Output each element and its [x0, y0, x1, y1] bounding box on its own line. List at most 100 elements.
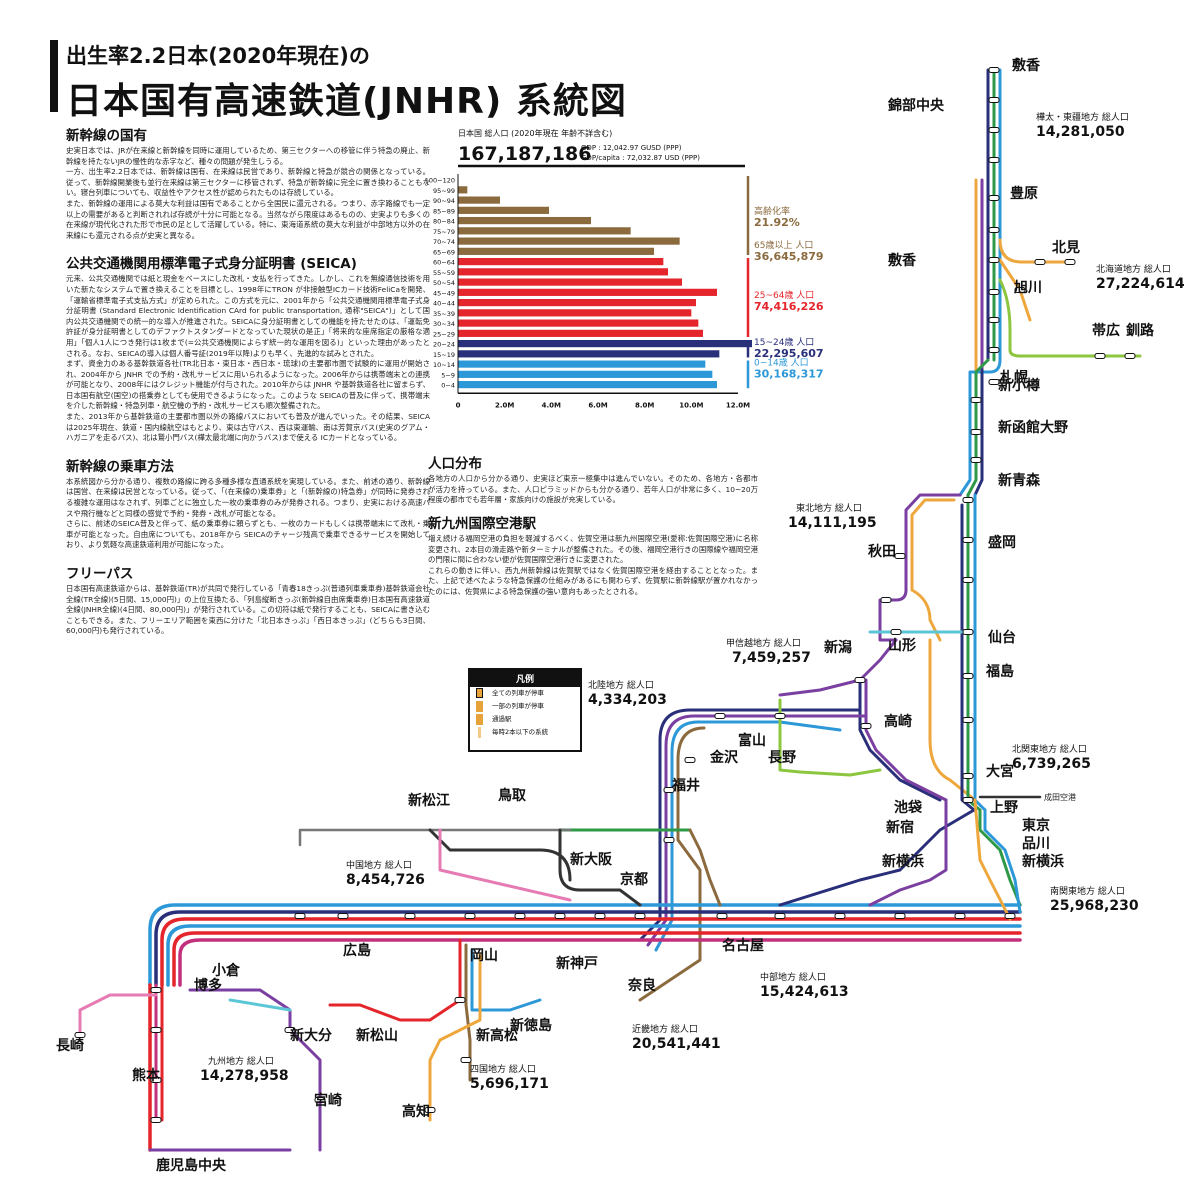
- station-shikuka-north: 敷香: [1012, 57, 1041, 74]
- chart-bar: [458, 360, 706, 368]
- station-morioka: 盛岡: [988, 534, 1016, 551]
- station-niigata: 新潟: [824, 639, 852, 656]
- text-column: 新幹線の国有 史実日本では、JRが在来線と新幹線を同時に運用しているため、第三セ…: [66, 124, 430, 648]
- chart-group-text: 高齢化率: [754, 205, 790, 217]
- station-marker: [988, 157, 1000, 163]
- chart-category-label: 0~4: [441, 382, 455, 390]
- station-marker: [962, 629, 974, 635]
- station-shin-matsue: 新松江: [408, 792, 450, 809]
- section-paragraph: また、新幹線の運用による莫大な利益は国有であることから全国民に還元される。つまり…: [66, 198, 430, 240]
- section-heading: 新幹線の国有: [66, 128, 147, 144]
- chart-x-tick-label: 10.0M: [679, 401, 703, 409]
- station-toyama: 富山: [738, 732, 766, 749]
- tokyo-approach-blue: [983, 808, 1022, 914]
- station-marker: [962, 497, 974, 503]
- station-sapporo: 札幌: [999, 369, 1028, 386]
- station-marker: [954, 913, 966, 919]
- station-marker: [284, 1027, 296, 1033]
- chart-bar: [458, 299, 696, 307]
- station-marker: [970, 429, 982, 435]
- station-shin-osaka: 新大阪: [570, 851, 613, 868]
- station-marker: [150, 987, 162, 993]
- svg-text:近畿地方 総人口: 近畿地方 総人口: [632, 1023, 698, 1035]
- chart-category-label: 100~120: [425, 177, 455, 185]
- chart-category-label: 80~84: [433, 218, 455, 226]
- station-asahikawa: 旭川: [1013, 279, 1042, 296]
- station-marker: [988, 257, 1000, 263]
- pass-station-icon: [476, 714, 483, 725]
- section-heading: 新幹線の乗車方法: [66, 458, 174, 475]
- svg-text:四国地方 総人口: 四国地方 総人口: [470, 1063, 536, 1075]
- chart-x-tick-label: 4.0M: [542, 401, 561, 409]
- sanin-line-dark: [428, 828, 572, 882]
- station-kagoshima-chuo: 鹿児島中央: [155, 1157, 227, 1174]
- station-marker: [894, 553, 906, 559]
- station-marker: [988, 97, 1000, 103]
- station-marker: [634, 913, 646, 919]
- tokyo-approach-orange: [973, 798, 1012, 921]
- station-kochi: 高知: [402, 1103, 430, 1120]
- station-marker: [860, 723, 872, 729]
- chart-category-label: 70~74: [433, 238, 455, 246]
- chart-group-text: 25~64歳 人口: [754, 289, 814, 301]
- akita-line-orange: [910, 498, 956, 592]
- chart-category-label: 95~99: [433, 187, 455, 195]
- title-accent-bar: [50, 40, 58, 112]
- section-paragraph: これらの動きに伴い、西九州新幹線は佐賀駅ではなく佐賀国際空港を経由することとなっ…: [428, 565, 758, 596]
- nippo-line: [188, 988, 322, 1152]
- chart-category-label: 65~69: [433, 248, 455, 256]
- tokyo-approach-green: [978, 808, 1022, 907]
- hokkaido-trunk-blue: [958, 358, 1002, 497]
- chart-category-label: 45~49: [433, 289, 455, 297]
- chart-category-label: 85~89: [433, 207, 455, 215]
- station-shin-yokohama: 新横浜: [1022, 853, 1064, 870]
- chart-category-label: 25~29: [433, 330, 455, 338]
- chart-bar: [458, 217, 591, 225]
- station-fukui: 福井: [671, 777, 700, 794]
- chart-category-label: 55~59: [433, 269, 455, 277]
- chart-bar: [458, 288, 717, 296]
- chart-bar: [458, 258, 664, 266]
- station-shinjuku: 新宿: [886, 819, 914, 836]
- section-heading: フリーパス: [66, 566, 134, 582]
- section-paragraph: また、2013年から基幹鉄道の主要都市圏以外の路線バスにおいても普及が進んでいっ…: [66, 412, 430, 443]
- svg-text:8,454,726: 8,454,726: [346, 872, 425, 888]
- station-marker: [970, 397, 982, 403]
- svg-text:北海道地方 総人口: 北海道地方 総人口: [1096, 263, 1171, 275]
- legend-box: 凡例 全ての列車が停車 一部の列車が停車 通過駅 毎時2本以下の系統: [468, 668, 582, 752]
- chart-bar: [458, 247, 654, 255]
- station-marker: [1014, 287, 1026, 293]
- station-marker: [1034, 259, 1046, 265]
- section-population: 人口分布 各地方の人口から分かる通り、史実ほど東京一極集中は進んでいない。そのた…: [428, 452, 758, 517]
- svg-text:甲信越地方 総人口: 甲信越地方 総人口: [726, 637, 801, 649]
- section-paragraph: さらに、前述のSEICA普及と伴って、紙の乗車券に頼らずとも、一枚のカードもしく…: [66, 519, 430, 550]
- station-shikuka-terminus: 敷香: [888, 252, 917, 269]
- chart-bar: [458, 340, 752, 348]
- hokkaido-trunk-green: [966, 358, 990, 497]
- hokkaido-trunk-navy: [973, 368, 984, 497]
- kisei-line: [638, 726, 706, 1002]
- legend-item: 一部の列車が停車: [470, 700, 580, 713]
- station-marker: [514, 913, 526, 919]
- akita-line-purple: [904, 493, 962, 592]
- station-hakata: 博多: [194, 977, 222, 994]
- station-marker: [464, 913, 476, 919]
- section-heading: 人口分布: [428, 456, 482, 472]
- page-subtitle: 出生率2.2日本(2020年現在)の: [66, 44, 370, 68]
- station-marker: [988, 317, 1000, 323]
- station-marker: [988, 227, 1000, 233]
- station-omiya: 大宮: [986, 763, 1014, 780]
- kusatsu-line: [688, 828, 722, 907]
- section-paragraph: 元来、公共交通機関では紙と現金をベースにした改札・支払を行ってきた。しかし、これ…: [66, 274, 430, 358]
- station-shin-takamatsu: 新高松: [476, 1027, 518, 1044]
- svg-text:27,224,614: 27,224,614: [1096, 276, 1185, 292]
- svg-text:14,281,050: 14,281,050: [1036, 124, 1125, 140]
- tokaido-line-blue-2: [166, 924, 1022, 987]
- section-paragraph: 増え続ける福岡空港の負担を軽減するべく、佐賀空港は新九州国際空港(愛称:佐賀国際…: [428, 534, 758, 565]
